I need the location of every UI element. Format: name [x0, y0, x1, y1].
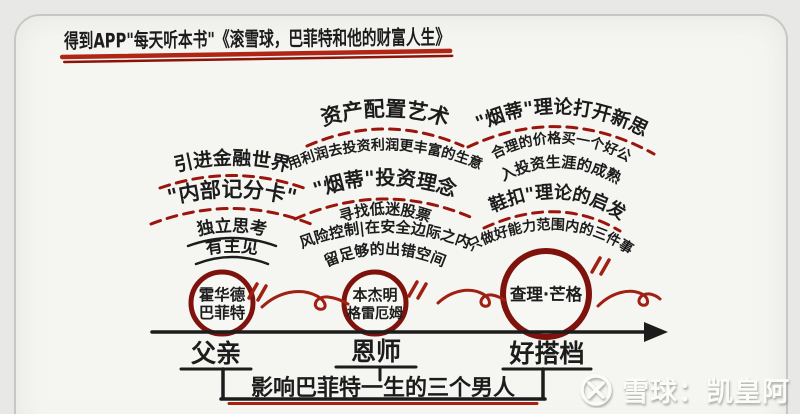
- whiteboard-card: [14, 14, 788, 414]
- dashed-arc-underline: [466, 125, 656, 156]
- dashed-arc-underline: [293, 197, 477, 221]
- red-annotations: [247, 256, 662, 311]
- timeline-label-mentor: 恩师: [351, 337, 401, 366]
- dashed-arc-underline: [305, 127, 465, 148]
- page-title: 得到APP"每天听本书"《滚雪球，巴菲特和他的财富人生》: [63, 25, 450, 53]
- mentor-sub-3: 风险控制|在安全边际之内: [297, 218, 473, 252]
- xueqiu-snowball-logo-icon: [580, 373, 612, 406]
- column-father-notes: 引进金融世界 "内部记分卡" 独立思考 有主见: [149, 146, 313, 266]
- title-group: 得到APP"每天听本书"《滚雪球，巴菲特和他的财富人生》: [59, 25, 454, 64]
- quote-marks-icon: [407, 280, 428, 300]
- partner-circle: [500, 248, 592, 340]
- partner-name-line1: 查理·芒格: [509, 284, 583, 304]
- title-underline: [59, 48, 453, 60]
- mentor-name-line1: 本杰明: [352, 286, 397, 304]
- father-name-line1: 霍华德: [199, 285, 246, 304]
- mentor-sub-4: 留足够的出错空间: [322, 240, 449, 271]
- father-name-line2: 巴菲特: [199, 303, 246, 322]
- dashed-arc-underline: [482, 210, 622, 233]
- title-underline-2: [62, 54, 454, 64]
- curved-arrow-icon: [260, 290, 350, 311]
- curved-arrow-icon: [436, 288, 506, 308]
- person-circles: 霍华德 巴菲特 本杰明 格雷厄姆 查理·芒格: [188, 248, 592, 340]
- quote-marks-icon: [247, 282, 268, 302]
- bracket: [219, 367, 547, 401]
- quote-marks-icon: [590, 256, 611, 276]
- dashed-arc-underline: [158, 174, 306, 190]
- timeline-group: 父亲 恩师 好搭档: [150, 322, 668, 371]
- column-mentor-notes: 资产配置艺术 用利润去投资利润更丰富的生意 "烟蒂"投资理念 寻找低迷股票 风险…: [285, 97, 485, 271]
- mentor-heading-1: 资产配置艺术: [318, 97, 452, 131]
- timeline-label-father: 父亲: [191, 339, 241, 368]
- curved-arrow-icon: [596, 289, 662, 308]
- watermark: 雪球：凯皇阿: [578, 370, 790, 409]
- father-heading-2: "内部记分卡": [165, 178, 299, 210]
- mentor-name-line2: 格雷厄姆: [347, 305, 403, 322]
- father-heading-1: 引进金融世界: [172, 146, 292, 176]
- mentor-heading-2: "烟蒂"投资理念: [310, 165, 460, 201]
- bottom-caption: 影响巴菲特一生的三个男人: [251, 375, 515, 401]
- timeline-label-partner: 好搭档: [508, 339, 584, 368]
- caption-group: 影响巴菲特一生的三个男人: [219, 365, 547, 405]
- ink-underline: [194, 255, 270, 266]
- watermark-text: 雪球：凯皇阿: [622, 377, 790, 408]
- arrowhead-icon: [644, 322, 668, 342]
- father-point-2: 有主见: [204, 236, 259, 260]
- dashed-arc-underline: [149, 207, 313, 226]
- ink-underline: [186, 236, 278, 248]
- father-circle: [188, 269, 256, 337]
- partner-sub-1: 以合理的价格买一个好公司: [0, 0, 633, 165]
